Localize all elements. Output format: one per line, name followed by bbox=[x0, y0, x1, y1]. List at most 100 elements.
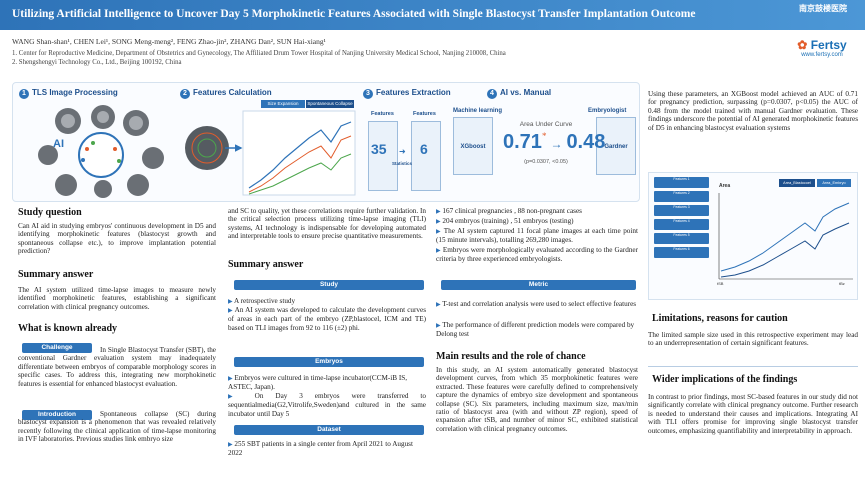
ai-label: AI bbox=[53, 138, 64, 150]
metric-bullet-1: ▶ T-test and correlation analysis were u… bbox=[436, 300, 637, 308]
arrow-icon: ➜ bbox=[399, 147, 406, 156]
feature-label-4: Features 4 bbox=[654, 219, 709, 230]
summary-answer-text: The AI system utilized time-lapse images… bbox=[18, 286, 216, 311]
bullet-icon: ▶ bbox=[436, 302, 441, 308]
feature-count-35: 35 bbox=[371, 141, 387, 157]
features-label-b: Features bbox=[413, 111, 436, 117]
results-continued: Using these parameters, an XGBoost model… bbox=[648, 90, 858, 132]
title-band bbox=[0, 0, 865, 30]
gardner-box: Gardner bbox=[596, 117, 636, 175]
auc-pvalue: (p=0.0307, <0.05) bbox=[524, 159, 568, 165]
introduction-continued: and SC to quality, yet these correlation… bbox=[228, 207, 426, 241]
challenge-text: In Single Blastocyst Transfer (SBT), the… bbox=[18, 346, 216, 388]
xgboost-box: XGboost bbox=[453, 117, 493, 175]
tls-image-panel bbox=[38, 105, 164, 198]
fig-area-label: Area bbox=[719, 183, 731, 189]
dataset-bullet-1: ▶ 255 SBT patients in a single center fr… bbox=[228, 440, 413, 458]
divider bbox=[648, 366, 858, 367]
features-label-a: Features bbox=[371, 111, 394, 117]
poster-title: Utilizing Artificial Intelligence to Unc… bbox=[12, 8, 696, 20]
feature-label-3: Features 3 bbox=[654, 205, 709, 216]
h-study-question: Study question bbox=[18, 207, 82, 218]
auc-manual-value: 0.48 bbox=[566, 131, 606, 153]
affiliation-1: 1. Center for Reproductive Medicine, Dep… bbox=[12, 50, 506, 57]
data-bullet-2: ▶ 204 embryos (training) , 51 embryos (t… bbox=[436, 217, 574, 225]
auc-ai-value: 0.71 bbox=[503, 131, 542, 153]
growth-curve-line-3 bbox=[248, 153, 352, 195]
embryos-bullet-1: ▶ Embryos were cultured in time-lapse in… bbox=[228, 374, 408, 392]
legend-embryo: Area_Embryo bbox=[817, 179, 851, 187]
hospital-logo-text: 南京鼓楼医院 bbox=[799, 4, 847, 13]
fertsy-site: www.fertsy.com bbox=[801, 52, 843, 58]
growth-curve-line bbox=[248, 121, 352, 189]
bullet-icon: ▶ bbox=[436, 323, 441, 329]
blastocoel-area-line bbox=[720, 222, 850, 278]
features-calculation-chart bbox=[185, 110, 356, 196]
h-summary-answer: Summary answer bbox=[18, 269, 94, 280]
embryo-image-6 bbox=[55, 174, 77, 196]
embryo-segmentation-image bbox=[185, 126, 229, 170]
hospital-logo: 南京鼓楼医院 bbox=[785, 3, 861, 27]
feature-label-5: Features 5 bbox=[654, 233, 709, 244]
feature-count-6: 6 bbox=[420, 141, 428, 157]
challenge-pill: Challenge bbox=[22, 343, 92, 353]
area-curve-figure: Features 1 Features 2 Features 3 Feature… bbox=[648, 172, 858, 300]
bullet-icon: ▶ bbox=[436, 219, 441, 225]
h-main-results: Main results and the role of chance bbox=[436, 351, 586, 362]
auc-comparison: 0.71* → 0.48 bbox=[503, 131, 605, 154]
bullet-icon: ▶ bbox=[228, 442, 233, 448]
bullet-icon: ▶ bbox=[228, 308, 233, 314]
ai-center-circle bbox=[78, 132, 124, 178]
bullet-icon: ▶ bbox=[436, 229, 442, 235]
h-known-already: What is known already bbox=[18, 323, 118, 334]
bullet-icon: ▶ bbox=[436, 209, 441, 215]
auc-label: Area Under Curve bbox=[519, 121, 573, 128]
introduction-text: Spontaneous collapse (SC) during blastoc… bbox=[18, 410, 216, 444]
embryos-pill: Embryos bbox=[234, 357, 424, 367]
study-question-text: Can AI aid in studying embryos' continuo… bbox=[18, 222, 216, 256]
metric-pill: Metric bbox=[441, 280, 636, 290]
embryo-image-5 bbox=[142, 147, 164, 169]
dataset-pill: Dataset bbox=[234, 425, 424, 435]
feature-label-1: Features 1 bbox=[654, 177, 709, 188]
study-bullet-2: ▶ An AI system was developed to calculat… bbox=[228, 306, 426, 332]
study-pill: Study bbox=[234, 280, 424, 290]
fertsy-brand: ✿ Fertsy bbox=[797, 38, 847, 52]
bullet-icon: ▶ bbox=[228, 376, 233, 382]
bullet-icon: ▶ bbox=[228, 299, 233, 305]
limitations-text: The limited sample size used in this ret… bbox=[648, 331, 858, 348]
main-results-text: In this study, an AI system automaticall… bbox=[436, 366, 638, 433]
arrow-right-icon: → bbox=[550, 137, 563, 151]
embryo-area-line bbox=[720, 202, 850, 272]
spontaneous-collapse-tag: Spontaneous Collapse bbox=[306, 100, 354, 108]
significance-star: * bbox=[541, 131, 547, 141]
data-bullet-1: ▶ 167 clinical pregnancies , 88 non-preg… bbox=[436, 207, 582, 215]
legend-blastocoel: Area_Blastocoel bbox=[779, 179, 815, 187]
feature-label-6: Features 6 bbox=[654, 247, 709, 258]
embryo-image-7 bbox=[94, 180, 112, 198]
h-limitations: Limitations, reasons for caution bbox=[652, 313, 788, 324]
affiliation-2: 2. Shengshengyi Technology Co., Ltd., Be… bbox=[12, 59, 182, 66]
fig-xlabel-1: tSB bbox=[717, 281, 724, 286]
size-expansion-tag: Size Expansion bbox=[261, 100, 305, 108]
machine-learning-label: Machine learning bbox=[453, 108, 503, 114]
study-bullet-1: ▶ A retrospective study bbox=[228, 297, 296, 305]
area-curve-chart bbox=[718, 193, 853, 280]
data-bullet-3: ▶ The AI system captured 11 focal plane … bbox=[436, 227, 638, 245]
embryo-image-8 bbox=[127, 174, 149, 196]
features-column-b bbox=[411, 121, 441, 191]
embryologist-label: Embryologist bbox=[588, 108, 627, 114]
fig-xlabel-2: tBz bbox=[839, 281, 845, 286]
bullet-icon: ▶ bbox=[228, 394, 243, 400]
fertsy-logo: ✿ Fertsy www.fertsy.com bbox=[782, 38, 862, 66]
h-wider-implications: Wider implications of the findings bbox=[652, 374, 798, 385]
embryos-bullet-2: ▶ On Day 3 embryos were transferred to s… bbox=[228, 392, 426, 418]
wider-implications-text: In contrast to prior findings, most SC-b… bbox=[648, 393, 858, 435]
author-list: WANG Shan-shan¹, CHEN Lei¹, SONG Meng-me… bbox=[12, 37, 326, 46]
embryo-image-4 bbox=[38, 145, 58, 165]
